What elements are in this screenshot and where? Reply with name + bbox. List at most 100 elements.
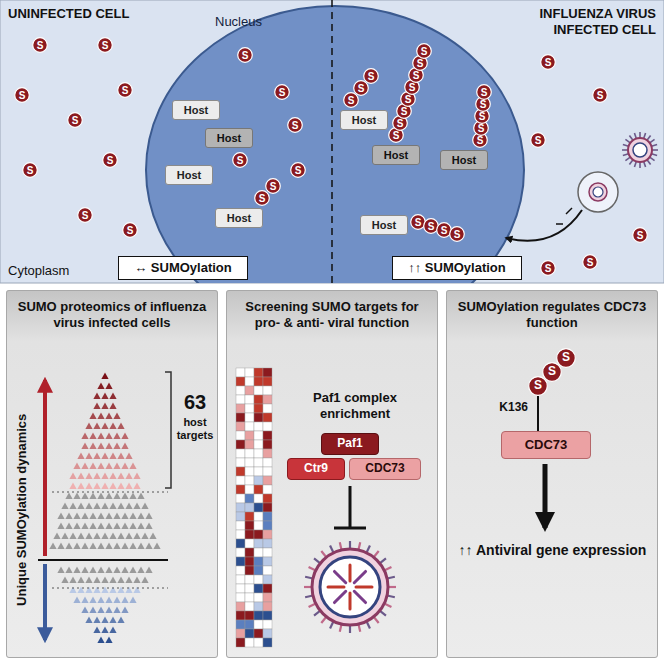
virus-rnp	[354, 591, 365, 602]
heatmap-cell	[263, 638, 272, 647]
sumo-circle: S	[592, 87, 608, 103]
node-text: S	[534, 379, 542, 392]
sumo-circle: S	[77, 207, 93, 223]
heatmap-cell	[236, 476, 245, 485]
data-triangle	[93, 422, 100, 428]
data-triangle	[109, 472, 116, 478]
heatmap-cell	[263, 485, 272, 494]
node-text: Host	[352, 114, 376, 126]
data-triangle	[101, 422, 108, 428]
sumo-circle-shape	[33, 38, 48, 53]
ellipse-outline	[145, 5, 525, 283]
data-triangle	[137, 566, 144, 572]
data-triangle	[109, 422, 116, 428]
data-triangle	[73, 462, 80, 468]
sumo-circle: S	[265, 178, 281, 194]
sumo-circle-shape	[118, 83, 133, 98]
node-text: S	[477, 135, 484, 146]
data-triangle	[97, 542, 104, 548]
heatmap-cell	[254, 440, 263, 449]
sumo-circle: S	[363, 68, 379, 84]
node-text: S	[270, 181, 277, 192]
virus-spike	[651, 144, 657, 146]
data-triangle	[125, 532, 132, 538]
heatmap-cell	[245, 575, 254, 584]
heatmap-cell	[245, 611, 254, 620]
virus-spike	[644, 133, 646, 139]
heatmap-cell	[245, 422, 254, 431]
heatmap-cell	[263, 629, 272, 638]
heatmap-cell	[254, 395, 263, 404]
node-text: S	[428, 221, 435, 232]
host-protein-box: Host	[215, 208, 263, 228]
data-triangle	[81, 462, 88, 468]
data-triangle	[113, 522, 120, 528]
data-triangle	[117, 616, 124, 622]
data-triangle	[109, 532, 116, 538]
sumo-circle-shape	[288, 118, 303, 133]
heatmap-cell	[236, 449, 245, 458]
sumo-circle-shape	[437, 223, 452, 238]
node-text: S	[587, 257, 594, 268]
sumo-circle-shape	[98, 38, 113, 53]
data-triangle	[93, 576, 100, 582]
data-triangle	[85, 422, 92, 428]
data-triangle	[101, 616, 108, 622]
data-triangle	[77, 482, 84, 488]
data-triangle	[105, 382, 112, 388]
node-text: S	[478, 123, 485, 134]
sumo-circle: S	[287, 117, 303, 133]
data-triangle	[109, 576, 116, 582]
virus-spike	[634, 133, 636, 139]
heatmap-cell	[245, 377, 254, 386]
heatmap-cell	[236, 620, 245, 629]
data-triangle	[145, 512, 152, 518]
figure-label: UNINFECTED CELL	[8, 6, 178, 22]
heatmap-cell	[245, 548, 254, 557]
data-triangle	[113, 596, 120, 602]
data-triangle	[145, 566, 152, 572]
sumo-circle: S	[117, 82, 133, 98]
data-triangle	[117, 586, 124, 592]
virus-spike	[639, 162, 641, 168]
node-text: S	[348, 95, 355, 106]
data-triangle	[49, 542, 56, 548]
data-triangle	[69, 502, 76, 508]
sumo-circle-shape	[424, 219, 439, 234]
heatmap-cell	[263, 440, 272, 449]
sumo-circle: S	[237, 47, 253, 63]
sumo-circle-shape	[450, 227, 465, 242]
heatmap-cell	[245, 638, 254, 647]
sumo-circle: S	[290, 162, 306, 178]
heatmap-cell	[263, 575, 272, 584]
data-triangle	[93, 472, 100, 478]
heatmap-cell	[263, 593, 272, 602]
heatmap-cell	[254, 539, 263, 548]
data-triangle	[61, 532, 68, 538]
data-triangle	[137, 492, 144, 498]
heatmap-cell	[245, 494, 254, 503]
heatmap-cell	[245, 584, 254, 593]
sumo-circle-shape	[233, 153, 248, 168]
heatmap-cell	[236, 548, 245, 557]
data-triangle	[105, 492, 112, 498]
data-triangle	[117, 452, 124, 458]
heatmap-cell	[254, 521, 263, 530]
node-text: S	[413, 70, 420, 81]
node-text: SUMO proteomics of influenza virus infec…	[17, 299, 207, 332]
host-protein-box: Host	[172, 100, 220, 120]
data-triangle	[153, 542, 160, 548]
data-triangle	[121, 492, 128, 498]
data-triangle	[109, 402, 116, 408]
data-triangle	[117, 422, 124, 428]
heatmap-cell	[236, 458, 245, 467]
data-triangle	[113, 462, 120, 468]
data-triangle	[101, 532, 108, 538]
panel-box: SUMO proteomics of influenza virus infec…	[6, 290, 218, 658]
heatmap-cell	[263, 566, 272, 575]
data-triangle	[73, 492, 80, 498]
heatmap-cell	[254, 467, 263, 476]
virus-matrix	[593, 187, 603, 197]
data-triangle	[77, 576, 84, 582]
